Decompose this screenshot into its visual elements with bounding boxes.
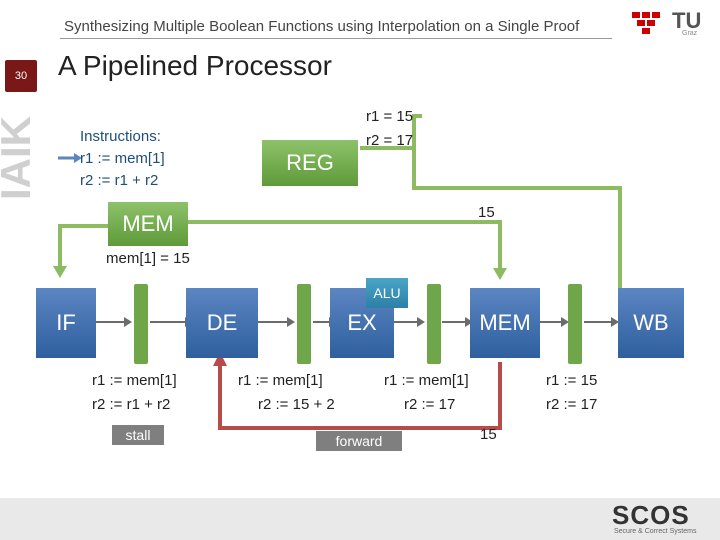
de-text-2: r2 := r1 + r2 (92, 396, 171, 413)
mem-note: mem[1] = 15 (106, 250, 190, 267)
iaik-brand-text: IAIK (0, 116, 39, 200)
mem-text-2: r2 := 17 (404, 396, 456, 413)
stage-if: IF (36, 288, 96, 358)
reg-block: REG (262, 140, 358, 186)
wb-text-1: r1 := 15 (546, 372, 598, 389)
footer-band (0, 498, 720, 540)
latch-1 (134, 284, 148, 364)
instruction-line-2: r2 := r1 + r2 (80, 172, 159, 189)
header-divider (60, 38, 612, 39)
mem-top-block: MEM (108, 202, 188, 246)
forward-tag: forward (316, 431, 402, 451)
tu-graz-logo (632, 12, 660, 34)
header-title: Synthesizing Multiple Boolean Functions … (64, 18, 580, 35)
scos-subtitle: Secure & Correct Systems (614, 528, 697, 535)
tu-logo-text: TU (672, 8, 702, 33)
ex-text-1: r1 := mem[1] (238, 372, 323, 389)
instructions-heading: Instructions: (80, 128, 161, 145)
stage-de: DE (186, 288, 258, 358)
latch-3 (427, 284, 441, 364)
mem-text-1: r1 := mem[1] (384, 372, 469, 389)
slide-title: A Pipelined Processor (58, 50, 332, 81)
page-number: 30 (5, 60, 37, 92)
stage-wb: WB (618, 288, 684, 358)
wb-text-2: r2 := 17 (546, 396, 598, 413)
stall-tag: stall (112, 425, 164, 445)
tu-logo-sub: Graz (682, 30, 698, 37)
latch-4 (568, 284, 582, 364)
latch-2 (297, 284, 311, 364)
scos-logo: SCOS (612, 500, 690, 530)
forward-value: 15 (480, 426, 497, 443)
instruction-line-1: r1 := mem[1] (80, 150, 165, 167)
reg-r1-value: r1 = 15 (366, 108, 414, 125)
stage-mem: MEM (470, 288, 540, 358)
de-text-1: r1 := mem[1] (92, 372, 177, 389)
alu-block: ALU (366, 278, 408, 308)
reg-r2-value: r2 = 17 (366, 132, 414, 149)
ex-text-2: r2 := 15 + 2 (258, 396, 335, 413)
iaik-side-logo: IAIK (0, 116, 39, 200)
mem-top-value: 15 (478, 204, 495, 221)
